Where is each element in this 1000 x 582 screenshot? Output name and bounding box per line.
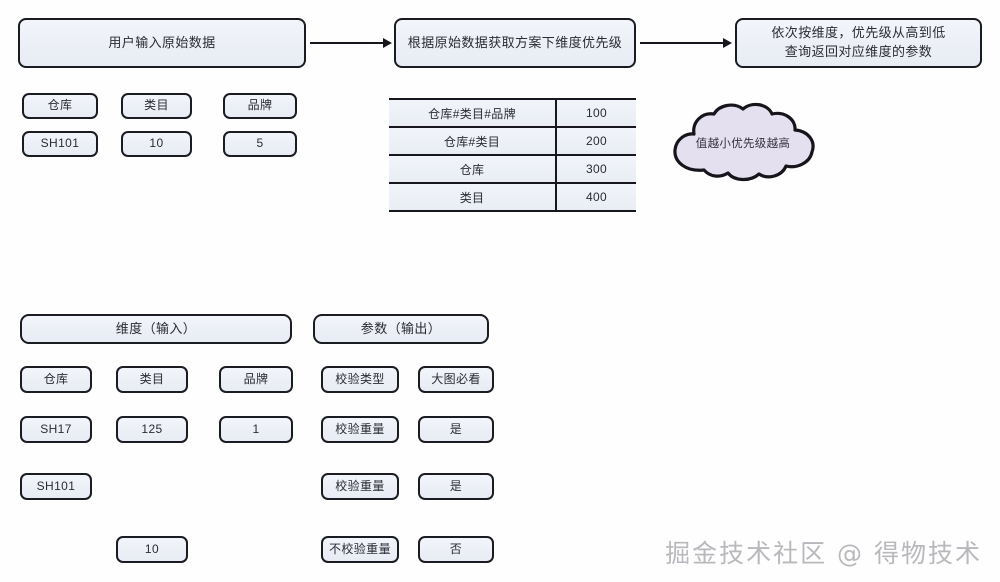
table-row: 仓库#类目#品牌 100 bbox=[389, 98, 636, 128]
parameter-section-title-box[interactable]: 参数（输出） bbox=[313, 314, 489, 344]
dimension-row1-category-label: 类目 bbox=[139, 371, 165, 386]
input-header-brand-label: 品牌 bbox=[247, 98, 273, 113]
parameter-row-2-value-label: 是 bbox=[449, 478, 463, 493]
parameter-row-1-value-label: 是 bbox=[449, 421, 463, 436]
dimension-row2-brand[interactable]: 1 bbox=[219, 416, 293, 443]
input-value-category-label: 10 bbox=[149, 136, 164, 151]
table-cell-priority: 200 bbox=[555, 126, 636, 156]
parameter-row-3-key[interactable]: 不校验重量 bbox=[321, 536, 399, 563]
input-value-warehouse-label: SH101 bbox=[40, 136, 80, 151]
dimension-priority-table: 仓库#类目#品牌 100 仓库#类目 200 仓库 300 类目 400 bbox=[389, 98, 636, 212]
parameter-row-2-value[interactable]: 是 bbox=[418, 473, 494, 500]
input-value-warehouse[interactable]: SH101 bbox=[22, 131, 98, 157]
dimension-row2-warehouse[interactable]: SH17 bbox=[20, 416, 92, 443]
cloud-icon bbox=[673, 102, 815, 182]
flow-step-1-box[interactable]: 用户输入原始数据 bbox=[18, 18, 306, 68]
table-cell-dimension: 仓库#类目 bbox=[389, 126, 557, 156]
flow-step-3-box[interactable]: 依次按维度，优先级从高到低 查询返回对应维度的参数 bbox=[735, 18, 982, 68]
input-header-warehouse-label: 仓库 bbox=[47, 98, 73, 113]
input-value-brand[interactable]: 5 bbox=[223, 131, 297, 157]
parameter-row-0-value-label: 大图必看 bbox=[431, 371, 481, 386]
parameter-row-1-value[interactable]: 是 bbox=[418, 416, 494, 443]
cloud-note: 值越小优先级越高 bbox=[664, 100, 822, 182]
dimension-row2-warehouse-label: SH17 bbox=[40, 421, 72, 436]
table-cell-priority: 300 bbox=[555, 154, 636, 184]
dimension-row3-warehouse-label: SH101 bbox=[36, 478, 76, 493]
dimension-row1-brand-label: 品牌 bbox=[243, 371, 269, 386]
flow-step-2-box[interactable]: 根据原始数据获取方案下维度优先级 bbox=[394, 18, 636, 68]
input-header-category[interactable]: 类目 bbox=[121, 93, 192, 119]
dimension-row4-category[interactable]: 10 bbox=[116, 536, 188, 563]
table-row: 仓库 300 bbox=[389, 154, 636, 184]
parameter-row-2-key[interactable]: 校验重量 bbox=[321, 473, 399, 500]
table-row: 类目 400 bbox=[389, 182, 636, 212]
table-cell-priority: 400 bbox=[555, 182, 636, 212]
table-cell-dimension: 类目 bbox=[389, 182, 557, 212]
watermark-text: 掘金技术社区 @ 得物技术 bbox=[665, 539, 982, 568]
dimension-section-title: 维度（输入） bbox=[115, 320, 197, 336]
arrow-step2-to-step3 bbox=[640, 37, 732, 49]
dimension-row1-category[interactable]: 类目 bbox=[116, 366, 188, 393]
input-header-warehouse[interactable]: 仓库 bbox=[22, 93, 98, 119]
table-row: 仓库#类目 200 bbox=[389, 126, 636, 156]
parameter-row-0-value[interactable]: 大图必看 bbox=[418, 366, 494, 393]
dimension-row2-brand-label: 1 bbox=[252, 421, 260, 436]
parameter-row-0-key-label: 校验类型 bbox=[335, 371, 385, 386]
input-header-category-label: 类目 bbox=[144, 98, 169, 113]
dimension-row1-brand[interactable]: 品牌 bbox=[219, 366, 293, 393]
input-value-brand-label: 5 bbox=[256, 136, 264, 151]
parameter-row-1-key-label: 校验重量 bbox=[335, 421, 385, 436]
cloud-note-label: 值越小优先级越高 bbox=[695, 138, 791, 150]
dimension-row4-category-label: 10 bbox=[144, 541, 160, 556]
table-cell-priority: 100 bbox=[555, 98, 636, 128]
arrow-step1-to-step2 bbox=[310, 37, 392, 49]
table-cell-dimension: 仓库 bbox=[389, 154, 557, 184]
parameter-row-2-key-label: 校验重量 bbox=[335, 478, 385, 493]
flow-step-3-label: 依次按维度，优先级从高到低 查询返回对应维度的参数 bbox=[771, 25, 946, 59]
table-cell-dimension: 仓库#类目#品牌 bbox=[389, 98, 557, 128]
parameter-section-title: 参数（输出） bbox=[360, 320, 442, 336]
dimension-row1-warehouse-label: 仓库 bbox=[43, 371, 69, 386]
dimension-row1-warehouse[interactable]: 仓库 bbox=[20, 366, 92, 393]
parameter-row-1-key[interactable]: 校验重量 bbox=[321, 416, 399, 443]
dimension-row2-category-label: 125 bbox=[141, 421, 163, 436]
dimension-row2-category[interactable]: 125 bbox=[116, 416, 188, 443]
parameter-row-3-key-label: 不校验重量 bbox=[328, 541, 391, 556]
dimension-row3-warehouse[interactable]: SH101 bbox=[20, 473, 92, 500]
input-header-brand[interactable]: 品牌 bbox=[223, 93, 297, 119]
parameter-row-3-value[interactable]: 否 bbox=[418, 536, 494, 563]
input-value-category[interactable]: 10 bbox=[121, 131, 192, 157]
parameter-row-3-value-label: 否 bbox=[449, 541, 463, 556]
parameter-row-0-key[interactable]: 校验类型 bbox=[321, 366, 399, 393]
flow-step-2-label: 根据原始数据获取方案下维度优先级 bbox=[407, 34, 623, 50]
flow-step-1-label: 用户输入原始数据 bbox=[108, 34, 216, 50]
dimension-section-title-box[interactable]: 维度（输入） bbox=[20, 314, 292, 344]
